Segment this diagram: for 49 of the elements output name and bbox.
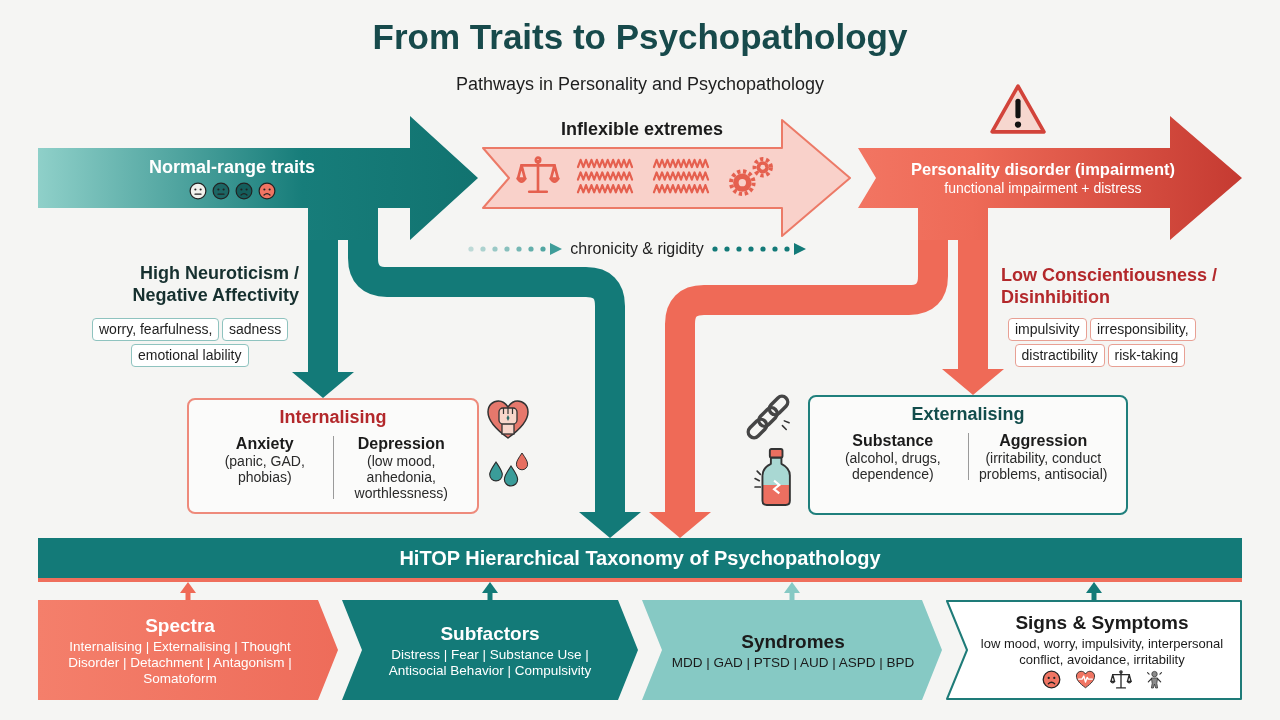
- column-heading: Aggression: [999, 431, 1088, 450]
- level-title: Subfactors: [440, 621, 540, 645]
- arrow: [482, 582, 498, 600]
- subtitle: Pathways in Personality and Psychopathology: [455, 74, 825, 95]
- level-text: MDD | GAD | PTSD | AUD | ASPD | BPD: [671, 654, 915, 671]
- trait-tag: sadness: [222, 318, 289, 341]
- level-banner: [946, 600, 1242, 700]
- trait-tag: irresponsibility,: [1090, 318, 1196, 341]
- stage-banner: [38, 116, 478, 240]
- category-panel: [187, 398, 479, 514]
- level-title: Spectra: [145, 613, 215, 637]
- stage-title: Inflexible extremes: [560, 118, 724, 140]
- level-title: Syndromes: [741, 629, 845, 653]
- level-title: Signs & Symptoms: [1015, 611, 1189, 634]
- panel-heading: Internalising: [279, 406, 387, 428]
- column-heading: Depression: [357, 434, 445, 453]
- flow-arrow: [348, 240, 641, 538]
- level-banner: [642, 600, 942, 700]
- arrow: [1086, 582, 1102, 600]
- page-title: From Traits to Psychopathology: [372, 16, 908, 58]
- flow-arrow: [292, 240, 354, 398]
- stage-title: Personality disorder (impairment): [910, 159, 1176, 180]
- flow-arrow: [942, 240, 1004, 395]
- column-text: (irritability, conduct problems, antisocial): [978, 450, 1109, 482]
- stage-title: Normal-range traits: [148, 156, 315, 178]
- column-text: (alcohol, drugs, dependence): [843, 450, 942, 482]
- column-heading: Anxiety: [235, 434, 294, 453]
- category-panel: [808, 395, 1128, 515]
- banner-title: HiTOP Hierarchical Taxonomy of Psychopathology: [399, 546, 881, 570]
- taxonomy-banner: [38, 538, 1242, 582]
- level-text: Internalising | Externalising | Thought Disorder | Detachment | Antagonism | Somatoform: [67, 638, 293, 687]
- trait-tag: impulsivity: [1008, 318, 1087, 341]
- arrow: [784, 582, 800, 600]
- trait-tag: emotional lability: [131, 344, 249, 367]
- level-banner: [38, 600, 338, 700]
- level-text: Distress | Fear | Substance Use | Antisocial Behavior | Compulsivity: [387, 646, 593, 679]
- panel-heading: Externalising: [911, 403, 1025, 425]
- stage-caption: chronicity & rigidity: [570, 239, 704, 258]
- column-text: (panic, GAD, phobias): [223, 453, 306, 485]
- arrow: [180, 582, 196, 600]
- column-heading: Substance: [852, 431, 934, 450]
- trait-tag: risk-taking: [1107, 344, 1186, 367]
- level-text: low mood, worry, impulsivity, interpersonal conflict, avoidance, irritability: [979, 636, 1225, 667]
- stage-subtitle: functional impairment + distress: [944, 179, 1142, 197]
- trait-tag: distractibility: [1014, 344, 1105, 367]
- level-banner: [342, 600, 638, 700]
- trait-tag: worry, fearfulness,: [92, 318, 220, 341]
- column-text: (low mood, anhedonia, worthlessness): [353, 453, 449, 501]
- stage-banner: [858, 116, 1242, 240]
